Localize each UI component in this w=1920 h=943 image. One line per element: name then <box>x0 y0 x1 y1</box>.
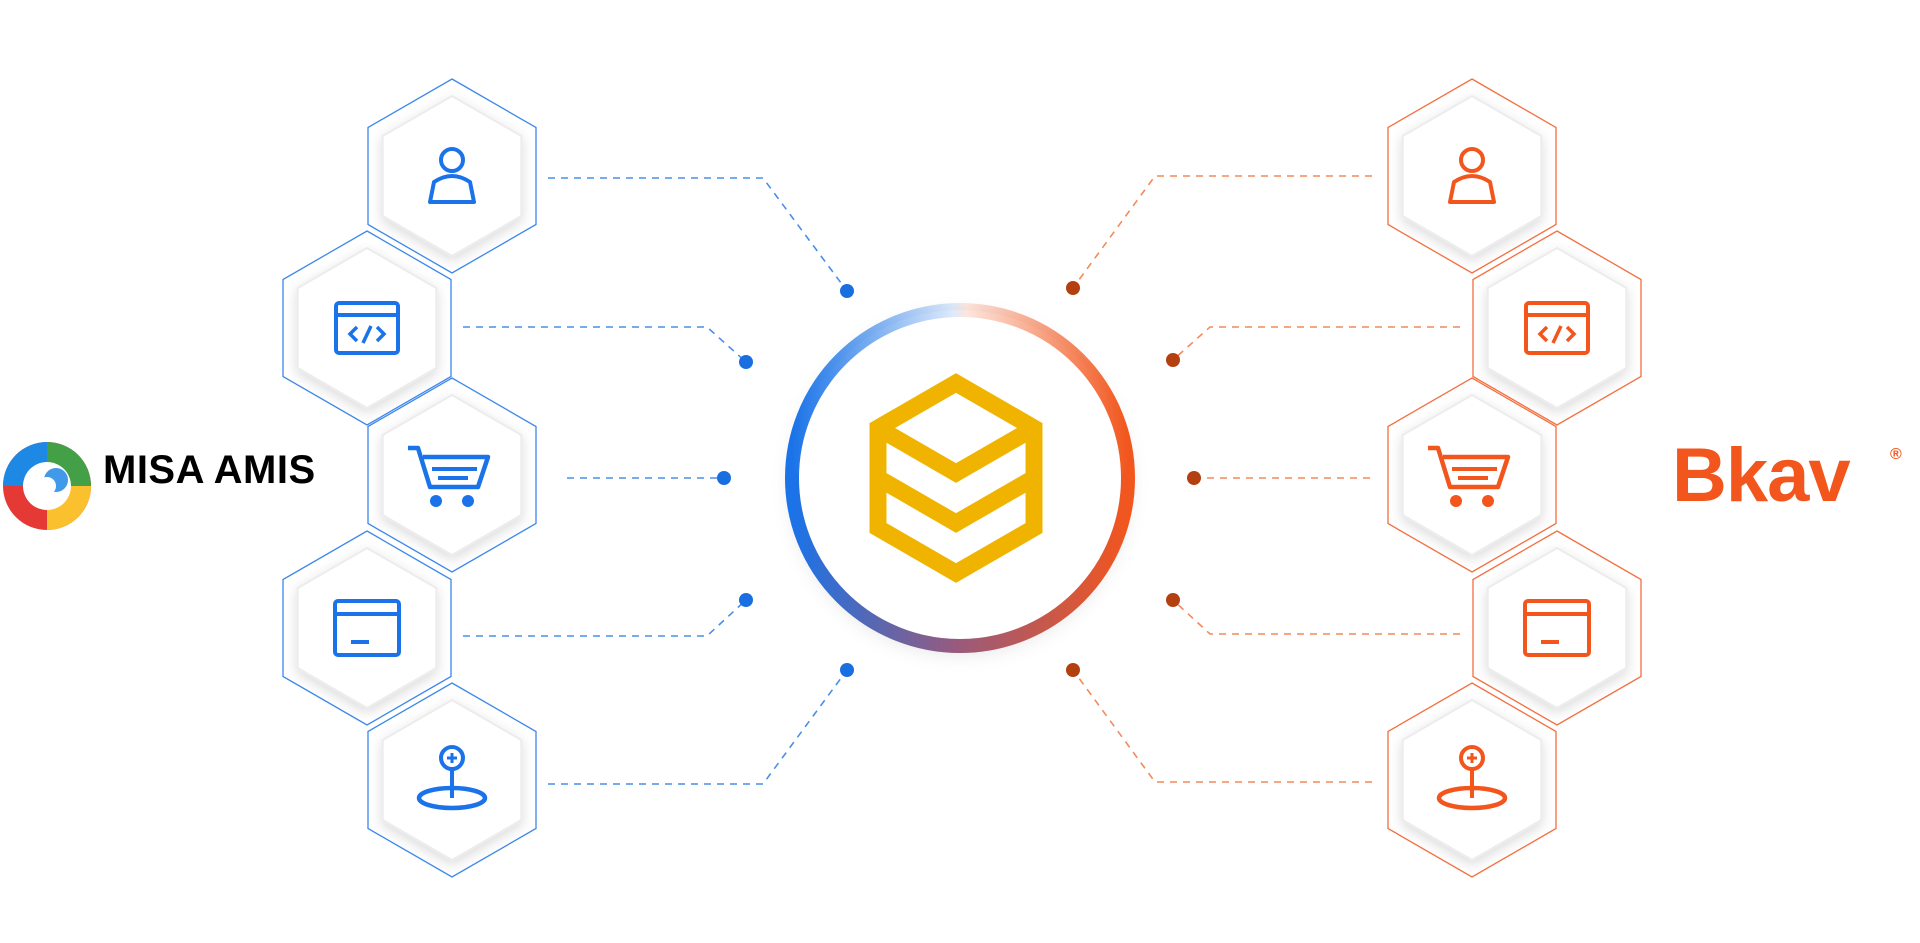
right-module-hex-5 <box>1387 682 1557 878</box>
right-module-hex-1 <box>1387 78 1557 274</box>
misa-amis-logo-icon <box>3 442 91 530</box>
connection-lines <box>463 175 1460 785</box>
right-module-column <box>1387 78 1642 878</box>
user-icon <box>1448 147 1496 204</box>
left-module-column <box>282 78 537 878</box>
right-module-hex-2 <box>1472 230 1642 426</box>
left-module-hex-1 <box>367 78 537 274</box>
right-connector-line-4 <box>1172 599 1460 635</box>
right-connector-dot-2 <box>1166 353 1180 367</box>
left-module-hex-3 <box>367 377 537 573</box>
right-module-hex-4 <box>1472 530 1642 726</box>
right-module-hex-3 <box>1387 377 1557 573</box>
left-connector-line-2 <box>463 326 747 363</box>
code-window-icon <box>334 301 400 355</box>
hub-ring-bottom <box>785 471 1135 653</box>
code-window-icon <box>1524 301 1590 355</box>
left-module-hex-2 <box>282 230 452 426</box>
hub-ring-top <box>785 303 1135 485</box>
right-connector-line-1 <box>1072 175 1372 289</box>
left-connector-line-5 <box>548 669 848 785</box>
left-module-hex-5 <box>367 682 537 878</box>
left-connector-line-1 <box>548 177 848 292</box>
left-connector-dot-5 <box>840 663 854 677</box>
right-connector-line-5 <box>1072 669 1372 783</box>
misa-amis-logo-text: MISA AMIS <box>103 448 316 492</box>
bkav-logo-text: Bkav <box>1672 433 1851 518</box>
payment-card-icon <box>1523 599 1591 657</box>
shopping-cart-icon <box>408 445 491 507</box>
location-pin-icon <box>1436 745 1508 811</box>
user-icon <box>428 147 476 204</box>
left-module-hex-4 <box>282 530 452 726</box>
right-connector-dot-4 <box>1166 593 1180 607</box>
right-connector-dot-3 <box>1187 471 1201 485</box>
right-connector-line-2 <box>1172 326 1460 361</box>
left-connector-dot-3 <box>717 471 731 485</box>
left-connector-dot-4 <box>739 593 753 607</box>
payment-card-icon <box>333 599 401 657</box>
location-pin-icon <box>416 745 488 811</box>
registered-mark: ® <box>1890 446 1902 463</box>
stacked-layers-icon <box>869 373 1043 583</box>
right-connector-dot-1 <box>1066 281 1080 295</box>
left-connector-dot-2 <box>739 355 753 369</box>
right-connector-dot-5 <box>1066 663 1080 677</box>
shopping-cart-icon <box>1428 445 1511 507</box>
central-hub <box>785 303 1135 653</box>
left-connector-line-4 <box>463 599 747 637</box>
left-connector-dot-1 <box>840 284 854 298</box>
